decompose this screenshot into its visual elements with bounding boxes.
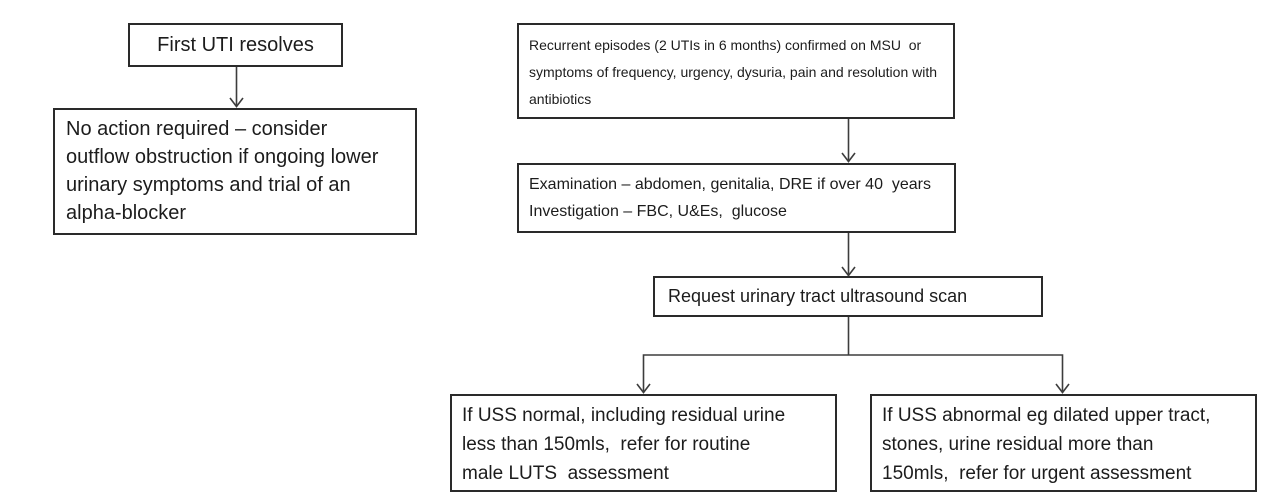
arrowhead-recurrent-to-examination xyxy=(841,152,856,163)
node-no-action-required: No action required – consider outflow ob… xyxy=(53,108,417,235)
node-examination-investigation: Examination – abdomen, genitalia, DRE if… xyxy=(517,163,956,233)
node-uss-abnormal-urgent-referral: If USS abnormal eg dilated upper tract, … xyxy=(870,394,1257,492)
branch-elbow-line xyxy=(642,354,1064,391)
arrowhead-first-uti-to-no-action xyxy=(229,97,244,108)
node-recurrent-episodes: Recurrent episodes (2 UTIs in 6 months) … xyxy=(517,23,955,119)
arrowhead-examination-to-request-uss xyxy=(841,266,856,277)
node-request-ultrasound: Request urinary tract ultrasound scan xyxy=(653,276,1043,317)
arrowhead-branch-to-uss-abnormal xyxy=(1055,383,1070,394)
node-first-uti-resolves: First UTI resolves xyxy=(128,23,343,67)
node-uss-normal-routine-referral: If USS normal, including residual urine … xyxy=(450,394,837,492)
arrowhead-branch-to-uss-normal xyxy=(636,383,651,394)
